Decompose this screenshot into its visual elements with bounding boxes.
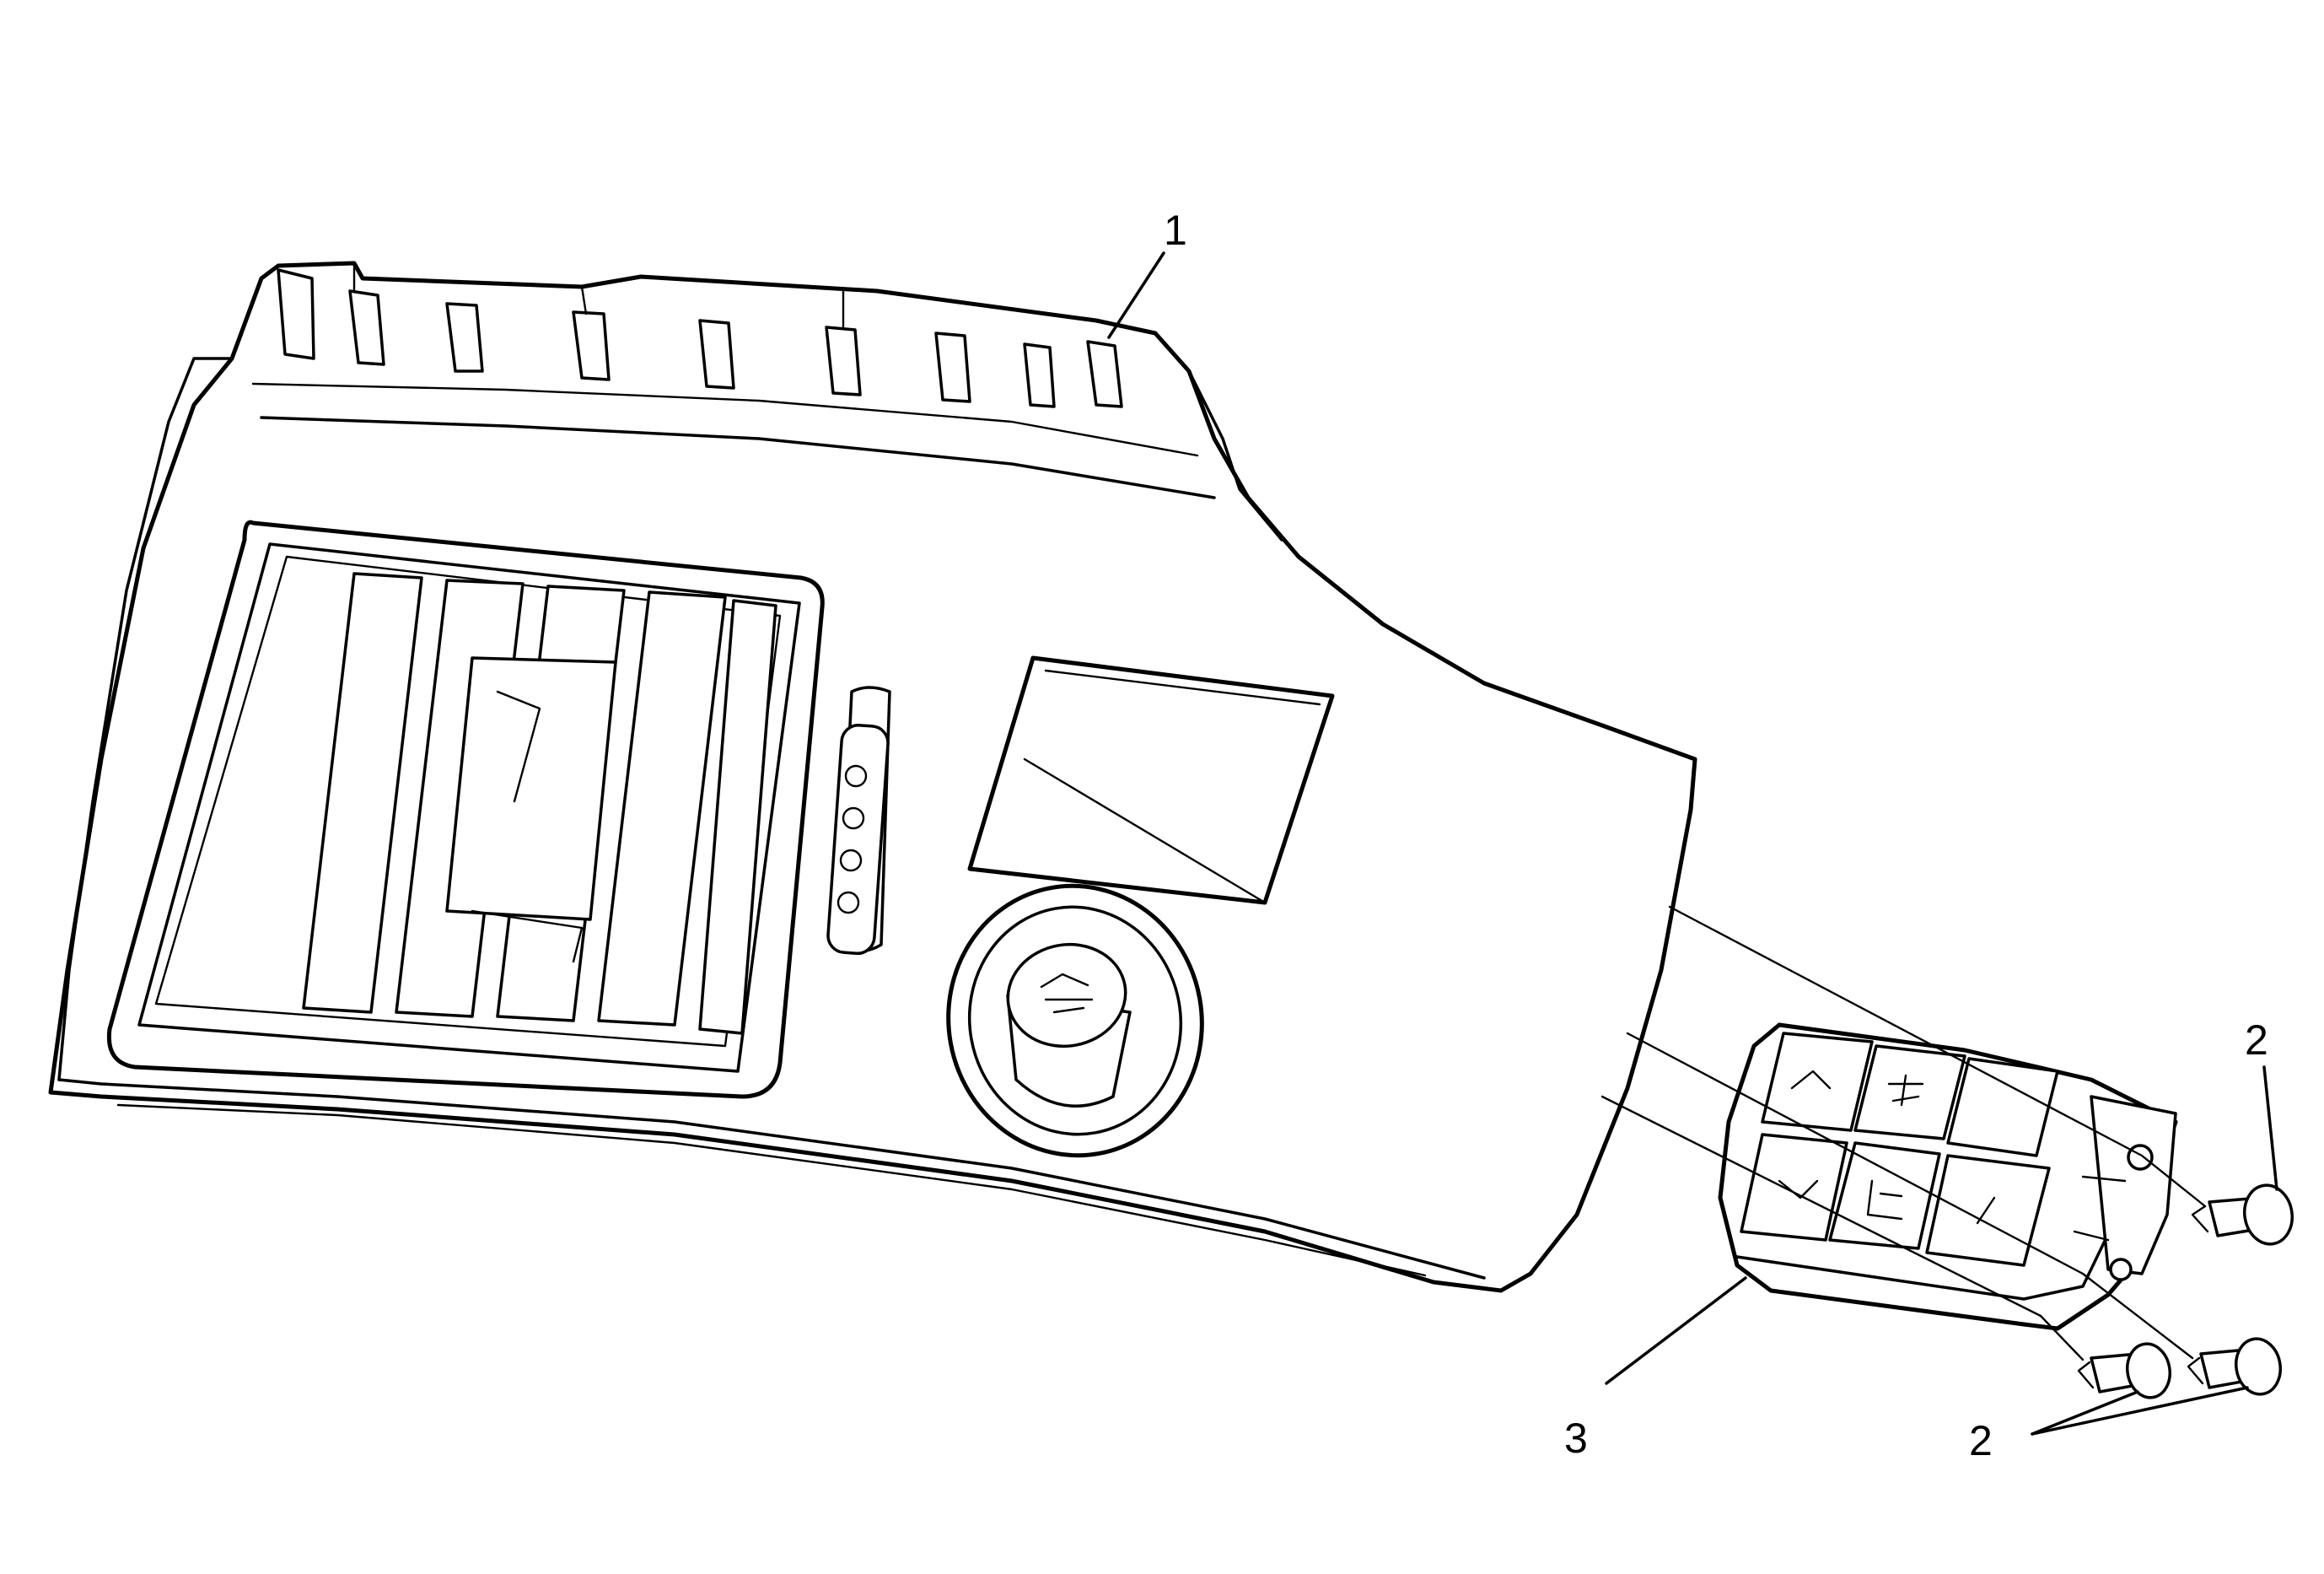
- mounting-clips: [277, 261, 1123, 408]
- headlamp-switch-knob: [946, 883, 1204, 1158]
- chevron-up-icon: [1790, 1070, 1832, 1090]
- leader-2-lower-a: [2031, 1390, 2139, 1436]
- air-vent: [106, 520, 825, 1099]
- screw-lower-right: [2187, 1337, 2282, 1396]
- chevron-down-icon: [1778, 1179, 1819, 1199]
- callout-2-lower: 2: [1969, 1417, 1993, 1464]
- lamp-icon: [1040, 973, 1094, 1014]
- switch-lamp-button: [1828, 1141, 1941, 1250]
- blank-plate: [967, 655, 1335, 905]
- alignment-lines: [1600, 905, 2207, 1361]
- switch-down-button: [1740, 1133, 1848, 1242]
- screw-upper: [2191, 1183, 2294, 1246]
- screw-lower-left: [2077, 1342, 2171, 1399]
- leader-3: [1605, 1276, 1747, 1385]
- leader-2-lower-b: [2031, 1386, 2249, 1436]
- callout-labels: 1 2 2 3: [1164, 207, 2268, 1464]
- vent-adjuster-tab: [445, 656, 617, 921]
- callout-2-upper: 2: [2245, 1016, 2268, 1064]
- switch-up-button: [1761, 1032, 1874, 1132]
- switch-mode-button: [1946, 1057, 2059, 1157]
- vent-thumbwheel: [826, 686, 891, 956]
- lamp-glyph-icon: [1866, 1179, 1903, 1221]
- switch-dim-button: [1925, 1154, 2051, 1267]
- leader-2-upper: [2262, 1065, 2278, 1191]
- switch-buttons: [1740, 1032, 2059, 1267]
- callout-1: 1: [1164, 207, 1187, 254]
- screws: [2077, 1183, 2294, 1399]
- switch-fog-button: [1853, 1044, 1966, 1140]
- leader-1: [1107, 251, 1165, 339]
- callout-leaders: [1107, 251, 2278, 1436]
- switch-assembly: [1718, 1022, 2178, 1331]
- callout-3: 3: [1564, 1415, 1588, 1462]
- fog-icon: [1887, 1074, 1924, 1107]
